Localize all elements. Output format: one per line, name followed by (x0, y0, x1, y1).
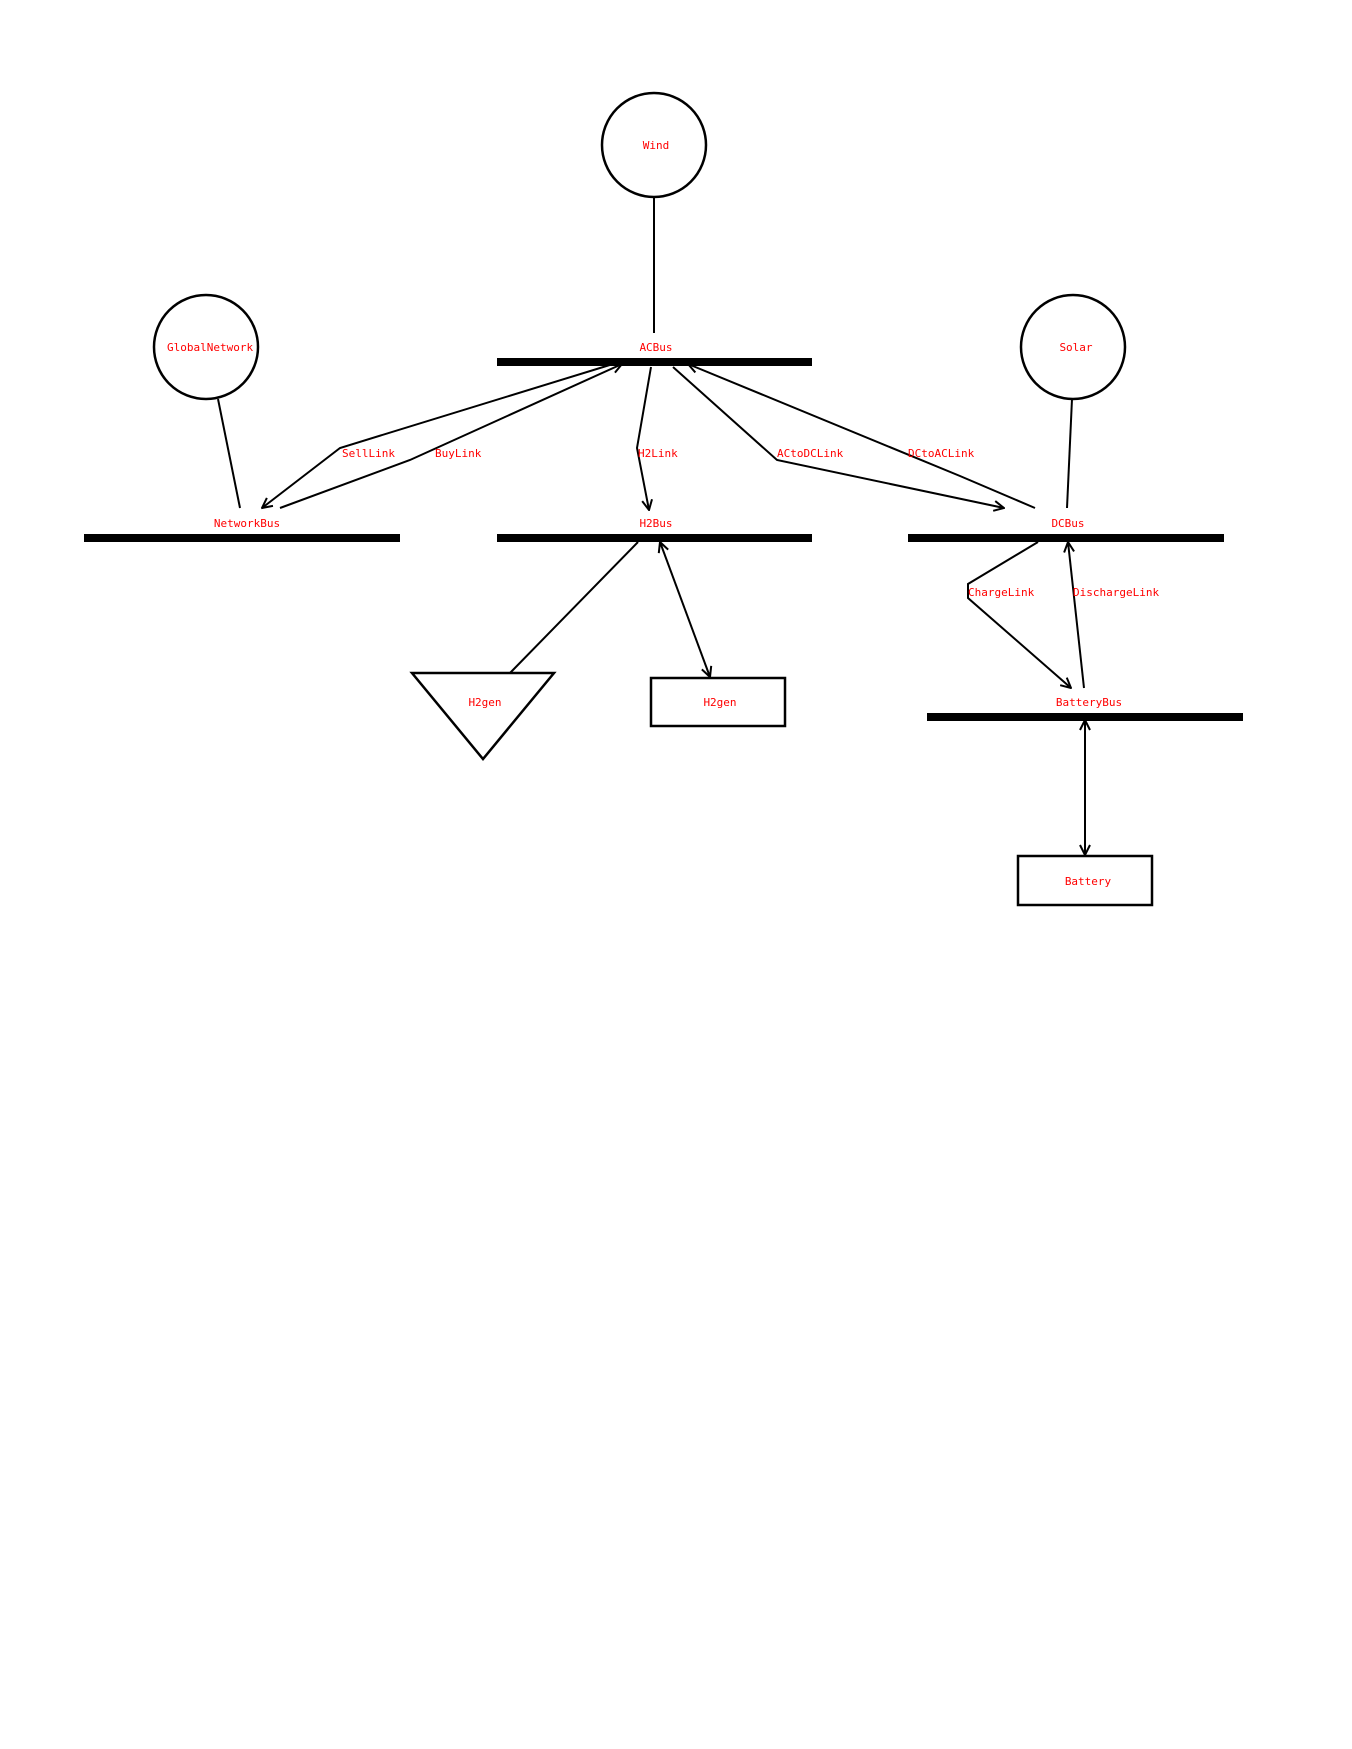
h2gen-load-triangle-icon (409, 671, 557, 761)
h2-link-label: H2Link (638, 447, 678, 460)
h2-store-connection (660, 542, 710, 677)
dc-to-ac-link-label: DCtoACLink (908, 447, 975, 460)
charge-link-edge (967, 541, 1071, 688)
battery-label: Battery (1065, 875, 1112, 888)
solar-connection (1066, 398, 1073, 509)
solar-label: Solar (1059, 341, 1092, 354)
sell-link-label: SellLink (342, 447, 395, 460)
discharge-link-edge (1068, 542, 1085, 689)
solar-generator-icon (1019, 293, 1127, 401)
h2gen-load-label: H2gen (468, 696, 501, 709)
dc-to-ac-link-edge (688, 364, 1036, 509)
wind-label: Wind (643, 139, 670, 152)
buy-link-edge (279, 364, 622, 509)
global-network-generator-icon (152, 293, 260, 401)
h2gen-load-connection (509, 541, 639, 674)
ac-to-dc-link-label: ACtoDCLink (777, 447, 844, 460)
sell-link-edge (262, 363, 614, 508)
dc-bus-label: DCBus (1051, 517, 1084, 530)
buy-link-label: BuyLink (435, 447, 482, 460)
ac-to-dc-link-edge (672, 366, 1004, 508)
h2-bus-label: H2Bus (639, 517, 672, 530)
network-bus-label: NetworkBus (214, 517, 280, 530)
discharge-link-label: DischargeLink (1073, 586, 1159, 599)
battery-storage-box (1016, 854, 1154, 907)
battery-bus-label: BatteryBus (1056, 696, 1122, 709)
ac-bus-label: ACBus (639, 341, 672, 354)
global-network-label: GlobalNetwork (167, 341, 253, 354)
h2gen-storage-label: H2gen (703, 696, 736, 709)
h2-link-edge (635, 366, 651, 510)
charge-link-label: ChargeLink (968, 586, 1035, 599)
global-network-connection (217, 398, 241, 509)
h2gen-storage-box (649, 676, 787, 728)
